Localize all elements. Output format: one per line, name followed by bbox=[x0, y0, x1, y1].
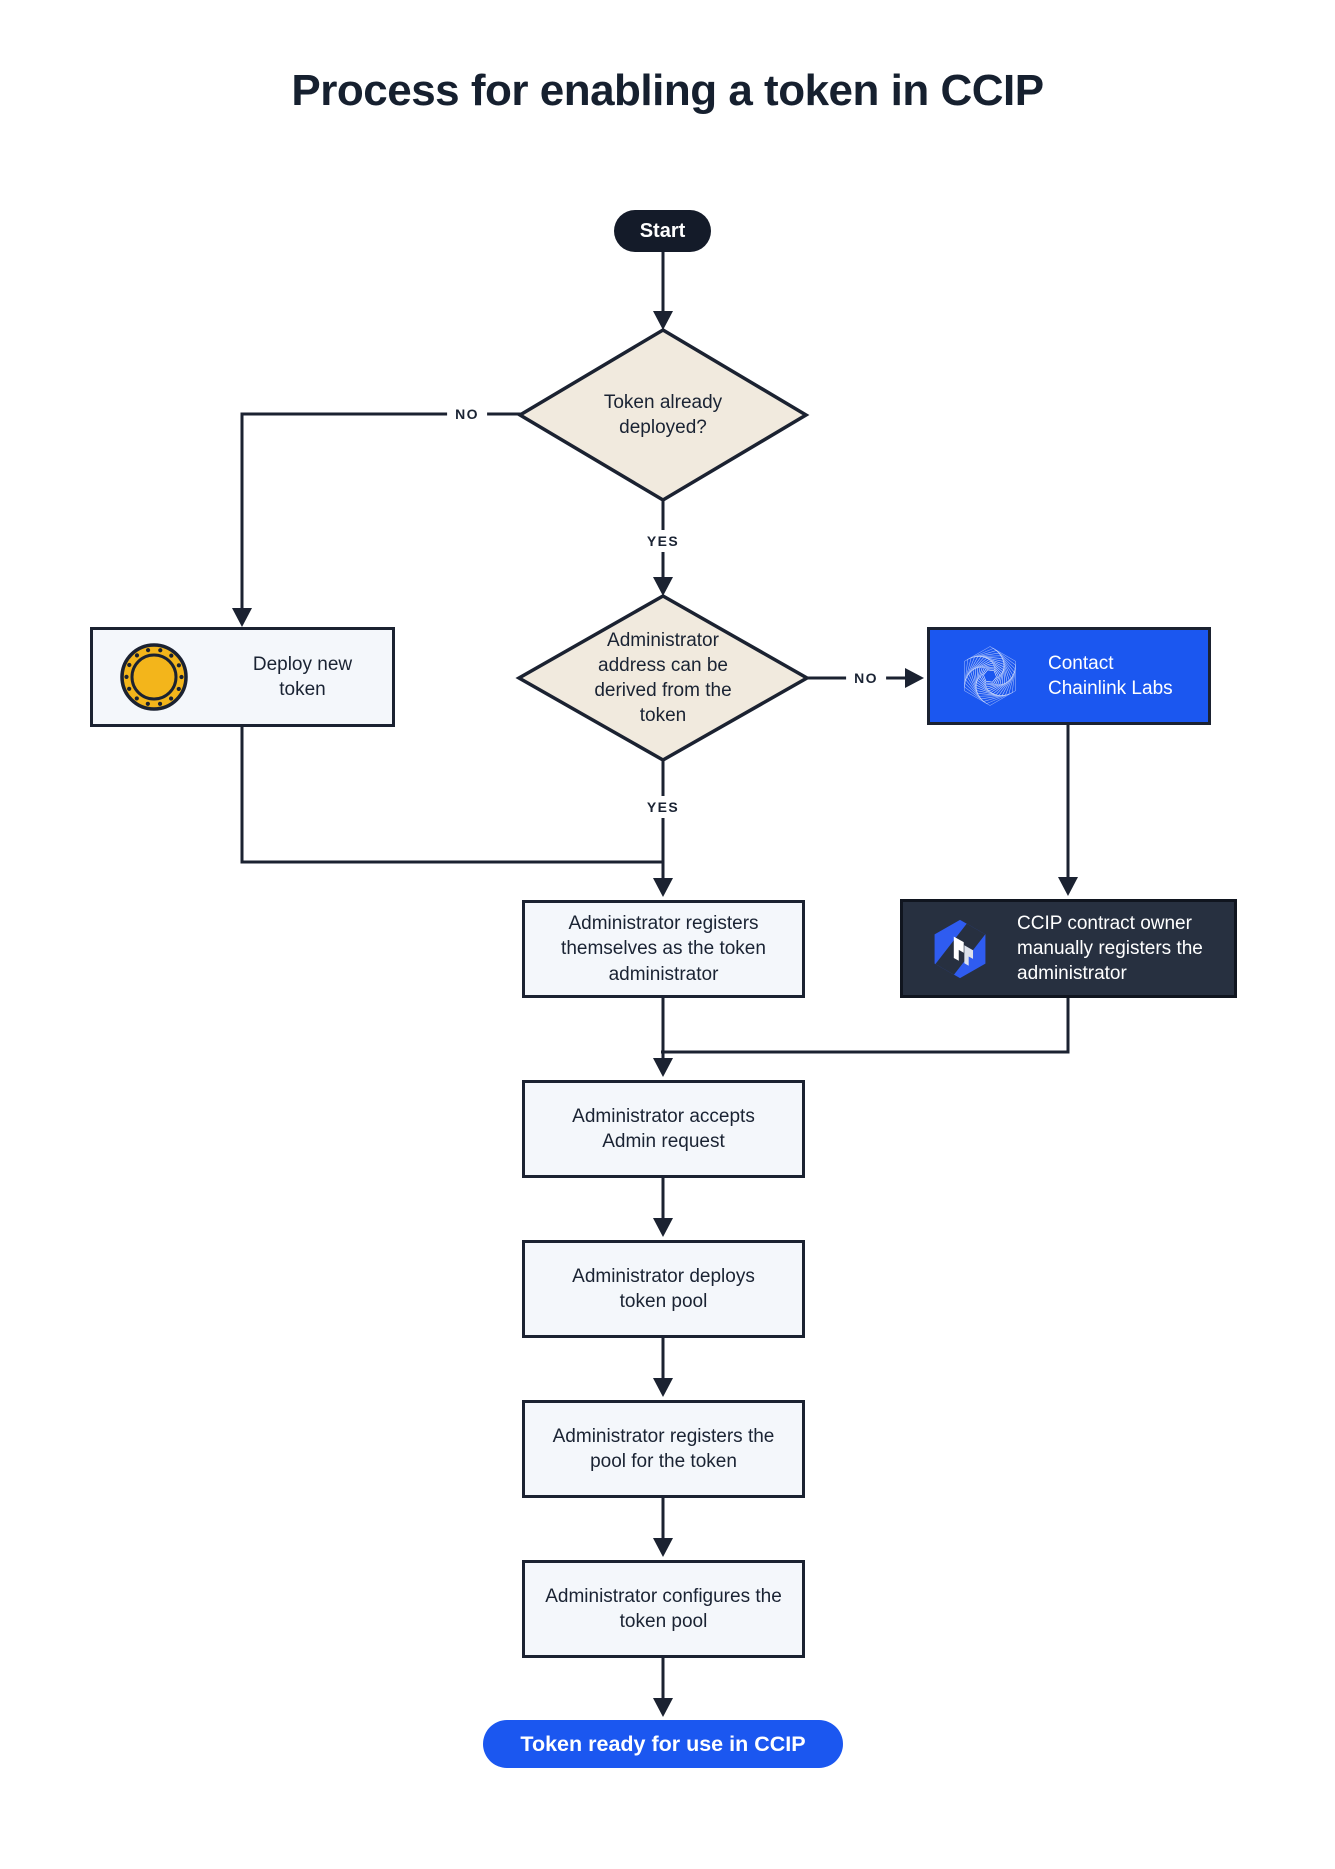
token-ready-label: Token ready for use in CCIP bbox=[520, 1731, 806, 1756]
arrowheads bbox=[232, 311, 1078, 1717]
chainlink-icon bbox=[958, 644, 1022, 708]
node-contact-chainlink-labs: Contact Chainlink Labs bbox=[927, 627, 1211, 725]
decision-label: Token already deployed? bbox=[603, 391, 723, 438]
edge-label-no: NO bbox=[846, 667, 886, 689]
edge-label-yes: YES bbox=[638, 530, 688, 552]
admin-accepts-label: Administrator accepts Admin request bbox=[572, 1105, 755, 1152]
start-label: Start bbox=[639, 219, 686, 242]
admin-configures-pool-label: Administrator configures the token pool bbox=[545, 1585, 782, 1632]
node-start: Start bbox=[614, 210, 711, 252]
node-decision-admin-address: Administrator address can be derived fro… bbox=[571, 628, 755, 728]
node-decision-token-deployed: Token already deployed? bbox=[563, 375, 763, 455]
deploy-new-token-label: Deploy new token bbox=[252, 653, 353, 700]
admin-deploys-pool-label: Administrator deploys token pool bbox=[572, 1265, 755, 1312]
ccip-icon bbox=[929, 918, 991, 980]
edge-label-yes: YES bbox=[638, 796, 688, 818]
node-ccip-owner-registers: CCIP contract owner manually registers t… bbox=[900, 899, 1237, 998]
node-token-ready: Token ready for use in CCIP bbox=[483, 1720, 843, 1768]
node-admin-registers-pool: Administrator registers the pool for the… bbox=[522, 1400, 805, 1498]
node-deploy-new-token: Deploy new token bbox=[90, 627, 395, 727]
node-admin-configures-pool: Administrator configures the token pool bbox=[522, 1560, 805, 1658]
admin-registers-pool-label: Administrator registers the pool for the… bbox=[552, 1425, 775, 1472]
admin-registers-self-label: Administrator registers themselves as th… bbox=[561, 913, 766, 985]
contact-chainlink-label: Contact Chainlink Labs bbox=[1048, 652, 1173, 699]
page-title: Process for enabling a token in CCIP bbox=[291, 66, 1044, 115]
node-admin-deploys-pool: Administrator deploys token pool bbox=[522, 1240, 805, 1338]
edge-label-no: NO bbox=[447, 403, 487, 425]
node-admin-accepts: Administrator accepts Admin request bbox=[522, 1080, 805, 1178]
node-admin-registers-self: Administrator registers themselves as th… bbox=[522, 900, 805, 998]
ccip-owner-registers-label: CCIP contract owner manually registers t… bbox=[1017, 912, 1203, 985]
decision-label: Administrator address can be derived fro… bbox=[594, 629, 732, 727]
coin-icon bbox=[119, 642, 189, 712]
